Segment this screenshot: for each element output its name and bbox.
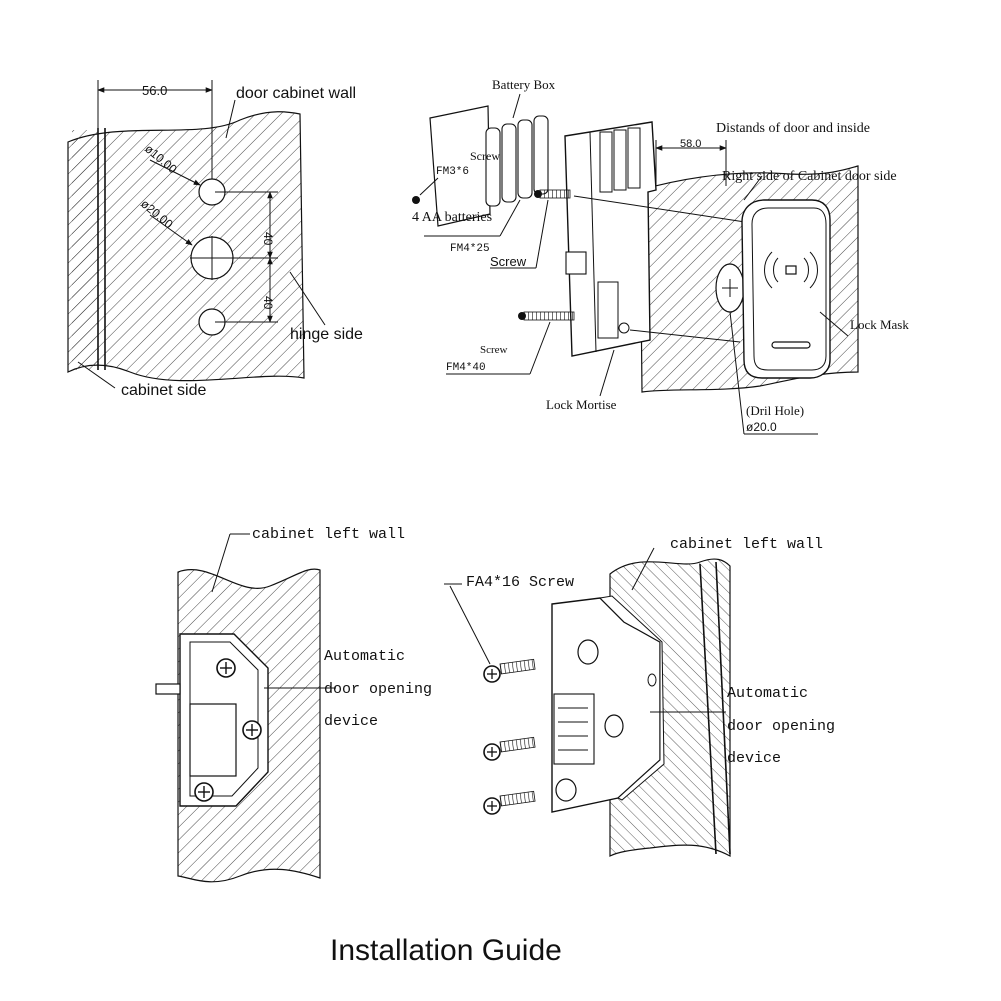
screw-low-leader bbox=[529, 321, 551, 375]
device-front-inner bbox=[189, 641, 259, 797]
fa4x16-screw-bottom bbox=[483, 790, 536, 815]
fa4x16-screw-mid bbox=[483, 736, 536, 761]
front-wall-label: cabinet left wall bbox=[252, 526, 405, 543]
device-exploded-hole-mid bbox=[604, 714, 624, 738]
batteries-leader bbox=[499, 199, 521, 237]
screw-mid-spec: FM4*25 bbox=[450, 243, 490, 255]
wall-edge-line bbox=[699, 563, 717, 855]
hinge-label: hinge side bbox=[290, 326, 363, 343]
battery-box-cover bbox=[429, 105, 491, 227]
cabinet-side-label: cabinet side bbox=[121, 382, 206, 399]
device-front-window bbox=[189, 703, 237, 777]
screw-low-spec: FM4*40 bbox=[446, 362, 486, 374]
screw-mid-label: Screw bbox=[490, 254, 527, 269]
panel-device-exploded: cabinet left wall bbox=[444, 536, 835, 858]
lock-mask-leader bbox=[819, 311, 849, 337]
lock-mechanism bbox=[597, 281, 619, 339]
screw-top-spec: FM3*6 bbox=[436, 166, 469, 178]
battery-box-label: Battery Box bbox=[492, 77, 556, 92]
device-exploded-hole-top bbox=[577, 639, 599, 665]
lock-mortise-leader bbox=[599, 349, 615, 397]
screw-fm3x6 bbox=[412, 196, 420, 204]
fa4x16-screw-top bbox=[483, 658, 536, 683]
drill-dia-label: ø20.0 bbox=[746, 420, 777, 434]
aa-batteries bbox=[485, 115, 549, 207]
lock-body bbox=[564, 121, 657, 357]
device-exploded-hole-bottom bbox=[555, 778, 577, 802]
lock-mortise-label: Lock Mortise bbox=[546, 397, 617, 412]
cabinet-wall-section bbox=[67, 111, 305, 382]
exploded-device-line1: Automatic bbox=[727, 685, 808, 702]
dim-upper-gap-label: 40 bbox=[261, 232, 275, 246]
door-wall-leader bbox=[225, 99, 236, 139]
cabinet-side-strip bbox=[72, 130, 98, 370]
front-device-line3: device bbox=[324, 713, 378, 730]
front-wall-leader bbox=[211, 533, 231, 593]
screw-fm4x40 bbox=[518, 311, 575, 321]
lock-pivot bbox=[618, 322, 630, 334]
device-exploded-side bbox=[598, 595, 665, 801]
panel-drill-template: 56.0 ø10.00 ø20.00 40 40 door cabinet wa… bbox=[67, 80, 363, 399]
lock-mask-indicator bbox=[771, 341, 811, 349]
page-title: Installation Guide bbox=[330, 934, 562, 967]
right-side-leader bbox=[743, 175, 763, 201]
screw-top-label: Screw bbox=[470, 149, 500, 163]
dim-lower-gap-label: 40 bbox=[261, 296, 275, 310]
distance-label: Distands of door and inside bbox=[716, 121, 870, 136]
exploded-wall-label: cabinet left wall bbox=[670, 536, 823, 553]
lock-compartments bbox=[599, 127, 641, 193]
dim-width-label: 56.0 bbox=[142, 83, 167, 98]
lock-body-edge bbox=[589, 131, 597, 353]
drill-hole-label: (Dril Hole) bbox=[746, 403, 804, 418]
rfid-icon bbox=[764, 251, 818, 289]
screw-label-leader bbox=[449, 585, 491, 665]
alignment-line-top bbox=[573, 195, 746, 223]
batteries-label: 4 AA batteries bbox=[412, 210, 492, 225]
exploded-screw-label: FA4*16 Screw bbox=[466, 574, 574, 591]
right-side-label: Right side of Cabinet door side bbox=[722, 169, 897, 184]
device-front-screw-bottom bbox=[194, 782, 214, 802]
device-exploded-grille bbox=[553, 693, 595, 765]
lock-mask-face bbox=[751, 207, 827, 371]
lock-mask-label: Lock Mask bbox=[850, 317, 909, 332]
screw-low-label: Screw bbox=[480, 344, 508, 356]
front-device-line1: Automatic bbox=[324, 648, 405, 665]
lock-latch bbox=[565, 251, 587, 275]
panel-lock-exploded: Battery Box Screw FM3*6 4 AA batteries F… bbox=[412, 77, 909, 435]
cabinet-side-leader bbox=[77, 361, 116, 389]
screw-top-leader bbox=[419, 177, 439, 196]
device-front-screw-top bbox=[216, 658, 236, 678]
battery-box-leader bbox=[512, 93, 521, 119]
screw-fm4x25 bbox=[534, 189, 571, 199]
wall-edge-line-2 bbox=[715, 561, 731, 855]
exploded-device-line3: device bbox=[727, 750, 781, 767]
exploded-device-line2: door opening bbox=[727, 718, 835, 735]
front-device-line2: door opening bbox=[324, 681, 432, 698]
panel-device-front: cabinet left wall Automatic door opening… bbox=[155, 526, 432, 883]
alignment-line-bottom bbox=[629, 329, 741, 343]
device-exploded-plunger bbox=[647, 673, 657, 687]
door-wall-label: door cabinet wall bbox=[236, 85, 356, 102]
screw-mid-leader bbox=[535, 199, 549, 269]
device-front-screw-mid bbox=[242, 720, 262, 740]
exploded-wall-leader bbox=[631, 547, 655, 591]
device-front-plunger bbox=[155, 683, 181, 695]
drill-hole-leader bbox=[729, 311, 745, 435]
small-hole-leader bbox=[149, 159, 201, 186]
hinge-leader bbox=[289, 271, 326, 326]
distance-value: 58.0 bbox=[680, 138, 701, 150]
big-hole-leader bbox=[149, 214, 193, 246]
